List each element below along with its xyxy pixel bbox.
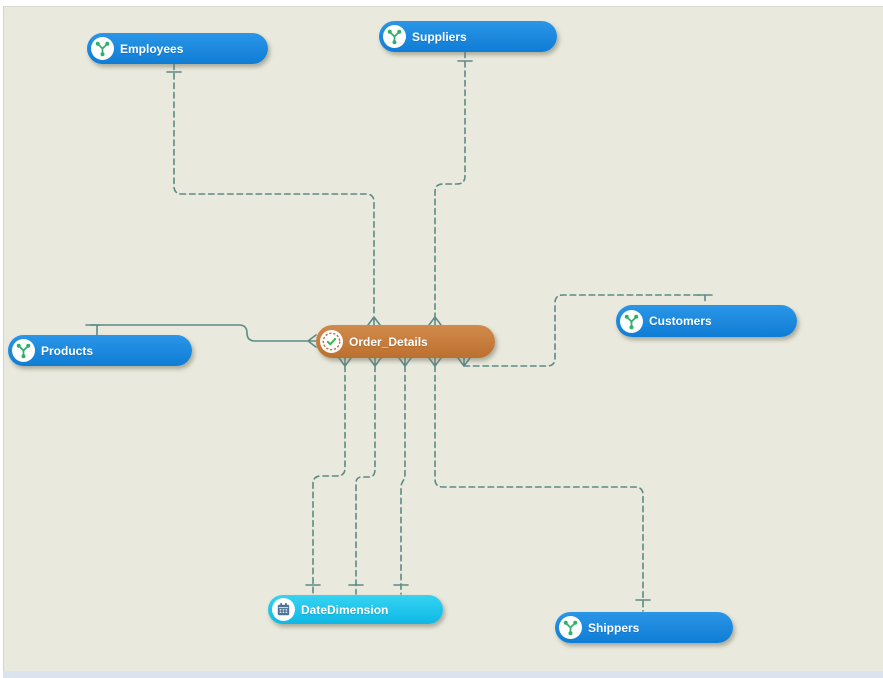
entity-label: Order_Details [349,334,428,349]
entity-node-order_details[interactable]: Order_Details [316,325,495,358]
relationship-suppliers-order_details[interactable] [434,51,466,317]
relation-icon [559,616,582,639]
many-crowfoot-marker [367,316,381,326]
entity-label: Customers [649,314,712,328]
relation-icon [91,37,114,60]
relationship-order_details-datedimension-2[interactable] [355,365,376,595]
many-crowfoot-marker [368,357,382,367]
entity-node-products[interactable]: Products [8,335,192,366]
entity-label: Employees [120,41,184,56]
many-crowfoot-marker [307,334,317,348]
many-crowfoot-marker [398,357,412,367]
relationship-order_details-shippers[interactable] [434,365,644,612]
fact-check-icon [320,330,343,353]
horizontal-scrollbar[interactable] [3,671,883,678]
entity-label: Products [41,343,94,358]
relationship-products-order_details[interactable] [90,324,308,342]
entity-label: Shippers [588,620,640,635]
relation-icon [620,309,643,333]
relationship-employees-order_details[interactable] [173,63,375,317]
entity-node-employees[interactable]: Employees [87,33,268,64]
entity-node-suppliers[interactable]: Suppliers [379,21,557,52]
relationship-order_details-datedimension-1[interactable] [312,365,346,595]
many-crowfoot-marker [428,357,442,367]
relation-icon [383,25,406,48]
calendar-icon [272,598,295,621]
entity-label: Suppliers [412,29,467,44]
entity-node-shippers[interactable]: Shippers [555,612,733,643]
entity-label: DateDimension [301,602,389,617]
relation-icon [12,339,35,362]
relationship-order_details-customers[interactable] [463,294,706,367]
many-crowfoot-marker [338,357,352,367]
relationship-order_details-datedimension-3[interactable] [400,365,406,595]
many-crowfoot-marker [428,316,442,326]
entity-node-datedimension[interactable]: DateDimension [268,595,443,624]
many-crowfoot-marker [457,357,471,367]
entity-node-customers[interactable]: Customers [616,305,797,337]
